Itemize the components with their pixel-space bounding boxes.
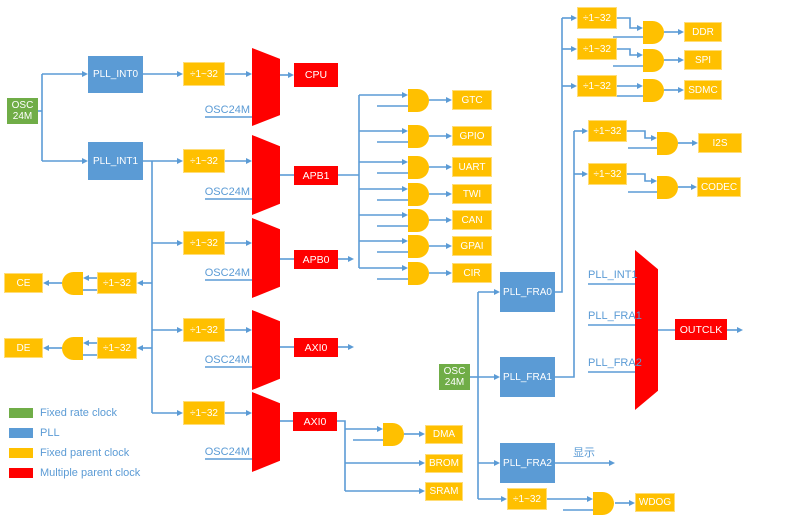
and-gate-spi xyxy=(643,49,664,72)
and-gate-codec xyxy=(657,176,678,199)
node-de: DE xyxy=(4,338,43,358)
legend-label-fixed-parent-clock: Fixed parent clock xyxy=(40,447,130,459)
divider-wdog: ÷1~32 xyxy=(507,488,547,510)
and-gate-gtc xyxy=(408,89,429,112)
node-dma: DMA xyxy=(425,425,463,444)
divider-axi0-bottom: ÷1~32 xyxy=(183,401,225,425)
node-ce: CE xyxy=(4,273,43,293)
label-display-output: 显示 xyxy=(573,447,595,459)
divider-sdmc: ÷1~32 xyxy=(577,75,617,97)
node-apb0: APB0 xyxy=(294,250,338,269)
node-brom: BROM xyxy=(425,454,463,473)
node-axi0-top: AXI0 xyxy=(294,338,338,357)
divider-i2s: ÷1~32 xyxy=(588,120,627,142)
and-gate-can xyxy=(408,209,429,232)
node-spi: SPI xyxy=(684,50,722,70)
osc-line1: OSC xyxy=(443,365,466,377)
node-sdmc: SDMC xyxy=(684,80,722,100)
divider-axi0-top: ÷1~32 xyxy=(183,318,225,342)
mux-apb1 xyxy=(252,135,280,215)
node-uart: UART xyxy=(452,157,492,177)
node-ddr: DDR xyxy=(684,22,722,42)
node-gpai: GPAI xyxy=(452,236,492,256)
legend-label-pll: PLL xyxy=(40,427,60,439)
node-pll-fra1: PLL_FRA1 xyxy=(500,357,555,397)
divider-apb0: ÷1~32 xyxy=(183,231,225,255)
and-gate-twi xyxy=(408,183,429,206)
node-codec: CODEC xyxy=(697,177,741,197)
label-osc24m-cpu-mux: OSC24M xyxy=(204,104,250,116)
legend-swatch-pll xyxy=(9,428,33,438)
label-outclk-in-pll-int1: PLL_INT1 xyxy=(588,269,638,281)
node-sram: SRAM xyxy=(425,482,463,501)
mux-axi0-top xyxy=(252,310,280,390)
and-gate-de xyxy=(62,337,83,360)
node-gpio: GPIO xyxy=(452,126,492,146)
node-can: CAN xyxy=(452,210,492,230)
label-outclk-in-pll-fra2: PLL_FRA2 xyxy=(588,357,642,369)
legend-swatch-multiple-parent-clock xyxy=(9,468,33,478)
and-gate-ce xyxy=(62,272,83,295)
node-cir: CIR xyxy=(452,263,492,283)
label-osc24m-apb1-mux: OSC24M xyxy=(204,186,250,198)
label-osc24m-axi0-top-mux: OSC24M xyxy=(204,354,250,366)
legend-swatch-fixed-rate-clock xyxy=(9,408,33,418)
node-cpu: CPU xyxy=(294,63,338,87)
node-pll-int1: PLL_INT1 xyxy=(88,142,143,180)
and-gate-dma xyxy=(383,423,404,446)
node-pll-int0: PLL_INT0 xyxy=(88,56,143,93)
node-wdog: WDOG xyxy=(635,493,675,512)
node-outclk: OUTCLK xyxy=(675,319,727,340)
node-gtc: GTC xyxy=(452,90,492,110)
mux-cpu xyxy=(252,48,280,126)
divider-ddr: ÷1~32 xyxy=(577,7,617,29)
mux-outclk xyxy=(635,250,658,410)
node-i2s: I2S xyxy=(698,133,742,153)
divider-codec: ÷1~32 xyxy=(588,163,627,185)
legend-label-fixed-rate-clock: Fixed rate clock xyxy=(40,407,118,419)
and-gate-i2s xyxy=(657,132,678,155)
label-osc24m-apb0-mux: OSC24M xyxy=(204,267,250,279)
divider-spi: ÷1~32 xyxy=(577,38,617,60)
osc-line1: OSC xyxy=(11,99,34,111)
and-gate-wdog xyxy=(593,492,614,515)
node-pll-fra0: PLL_FRA0 xyxy=(500,272,555,312)
and-gate-sdmc xyxy=(643,79,664,102)
osc-line2: 24M xyxy=(12,111,33,122)
divider-de: ÷1~32 xyxy=(97,337,137,359)
node-osc24m-right: OSC 24M xyxy=(439,364,470,390)
node-pll-fra2: PLL_FRA2 xyxy=(500,443,555,483)
label-outclk-in-pll-fra1: PLL_FRA1 xyxy=(588,310,642,322)
divider-cpu: ÷1~32 xyxy=(183,62,225,86)
legend-label-multiple-parent-clock: Multiple parent clock xyxy=(40,467,141,479)
and-gate-cir xyxy=(408,262,429,285)
mux-axi0-bottom xyxy=(252,392,280,472)
node-osc24m-left: OSC 24M xyxy=(7,98,38,124)
and-gate-uart xyxy=(408,156,429,179)
osc-line2: 24M xyxy=(444,377,465,388)
node-axi0-bottom: AXI0 xyxy=(293,412,337,431)
node-twi: TWI xyxy=(452,184,492,204)
and-gate-ddr xyxy=(643,21,664,44)
and-gate-gpai xyxy=(408,235,429,258)
and-gate-gpio xyxy=(408,125,429,148)
mux-apb0 xyxy=(252,218,280,298)
divider-ce: ÷1~32 xyxy=(97,272,137,294)
legend-swatch-fixed-parent-clock xyxy=(9,448,33,458)
label-osc24m-axi0-bottom-mux: OSC24M xyxy=(204,446,250,458)
node-apb1: APB1 xyxy=(294,166,338,185)
wire-group xyxy=(38,15,743,511)
divider-apb1: ÷1~32 xyxy=(183,149,225,173)
